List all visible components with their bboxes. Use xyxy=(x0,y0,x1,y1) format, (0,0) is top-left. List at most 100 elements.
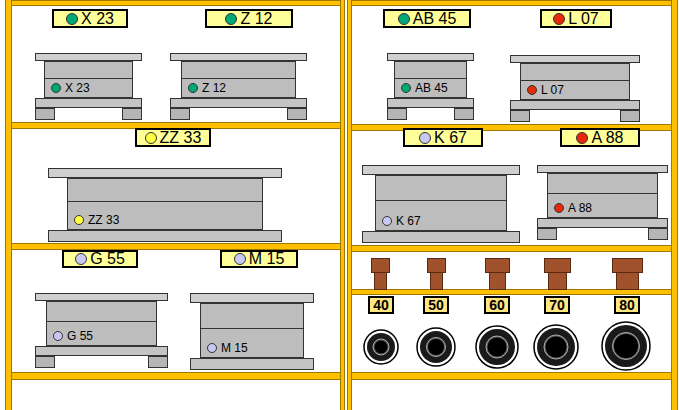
color-dot xyxy=(145,132,157,144)
label-row: AB 45 xyxy=(398,11,457,27)
die-split-line xyxy=(394,78,467,79)
ring-body xyxy=(479,329,515,365)
label-text: A 88 xyxy=(591,130,623,146)
bushing-ring xyxy=(602,322,650,370)
bottom-plate xyxy=(36,99,142,108)
mold-foot xyxy=(388,109,407,120)
label-row: G 55 xyxy=(75,251,125,267)
mold-name: A 88 xyxy=(568,201,592,215)
mold-name: AB 45 xyxy=(415,81,448,95)
color-dot xyxy=(74,215,84,225)
ring-body xyxy=(605,325,647,367)
top-plate xyxy=(191,294,314,303)
ring-inner xyxy=(373,339,389,355)
die-body xyxy=(182,62,296,98)
label-text: AB 45 xyxy=(413,11,457,27)
ring-hole xyxy=(546,337,567,358)
shelf-label: M 15 xyxy=(220,250,298,268)
shelf-label: X 23 xyxy=(52,9,128,28)
mold-foot xyxy=(288,109,307,120)
mold-name: Z 12 xyxy=(202,81,226,95)
shelf-label: K 67 xyxy=(403,128,483,147)
size-label: 60 xyxy=(484,296,510,314)
mold-foot xyxy=(455,109,474,120)
shelf-board xyxy=(348,1,678,6)
color-dot xyxy=(53,331,63,341)
color-dot xyxy=(419,132,431,144)
die-split-line xyxy=(46,321,157,322)
mold-label-row: A 88 xyxy=(554,201,592,215)
mold-box: M 15 xyxy=(190,293,314,370)
bottom-plate xyxy=(538,219,668,228)
bottom-plate xyxy=(171,99,307,108)
mold-box: X 23 xyxy=(35,53,142,120)
ring-inner xyxy=(427,338,446,357)
label-text: G 55 xyxy=(90,251,125,267)
shelf-post xyxy=(348,0,352,410)
die-body xyxy=(548,174,658,218)
bottom-plate xyxy=(511,101,640,110)
shelf-label: AB 45 xyxy=(383,9,471,28)
shelf-label: ZZ 33 xyxy=(135,128,211,147)
die-body xyxy=(45,62,133,98)
top-plate xyxy=(171,54,307,61)
top-plate xyxy=(36,54,142,61)
bolt-stem xyxy=(490,273,506,290)
mold-foot xyxy=(538,229,557,240)
mold-label-row: M 15 xyxy=(207,341,248,355)
top-plate xyxy=(388,54,474,61)
size-label: 80 xyxy=(614,296,640,314)
mold-outline xyxy=(190,293,314,370)
mold-box: AB 45 xyxy=(387,53,474,120)
bolt-head xyxy=(428,259,446,273)
bottom-plate xyxy=(363,232,520,243)
mold-name: K 67 xyxy=(396,214,421,228)
shelf-label: Z 12 xyxy=(205,9,293,28)
label-row: X 23 xyxy=(66,11,114,27)
mold-box: K 67 xyxy=(362,165,520,243)
bottom-plate xyxy=(191,359,314,370)
bushing-ring xyxy=(364,330,398,364)
shelf-board xyxy=(348,373,678,380)
top-plate xyxy=(49,169,282,178)
color-dot xyxy=(66,13,78,25)
size-number: 80 xyxy=(619,298,635,312)
mold-foot xyxy=(149,357,168,368)
mold-name: G 55 xyxy=(67,329,93,343)
color-dot xyxy=(576,132,588,144)
die-body xyxy=(376,176,507,231)
mold-foot xyxy=(621,111,640,122)
label-row: 40 xyxy=(373,298,389,312)
shelf-board xyxy=(6,1,345,6)
ring-hole xyxy=(375,341,388,354)
label-text: ZZ 33 xyxy=(160,130,202,146)
label-row: L 07 xyxy=(553,11,599,27)
size-number: 70 xyxy=(549,298,565,312)
bolt-stem xyxy=(375,273,387,290)
shelf-label: G 55 xyxy=(62,250,138,268)
shelf-board xyxy=(6,244,345,250)
mold-name: X 23 xyxy=(65,81,90,95)
mold-box: Z 12 xyxy=(170,53,307,120)
label-row: 60 xyxy=(489,298,505,312)
ring-inner xyxy=(544,335,568,359)
label-row: A 88 xyxy=(576,130,623,146)
bottom-plate xyxy=(388,99,474,108)
die-body xyxy=(68,179,263,230)
shelf-post xyxy=(6,0,12,410)
label-text: L 07 xyxy=(568,11,599,27)
mold-outline xyxy=(48,168,282,242)
mold-label-row: K 67 xyxy=(382,214,421,228)
mold-box: ZZ 33 xyxy=(48,168,282,242)
size-label: 50 xyxy=(423,296,449,314)
ring-outer xyxy=(364,330,398,364)
label-row: Z 12 xyxy=(225,11,272,27)
color-dot xyxy=(188,83,198,93)
mold-label-row: G 55 xyxy=(53,329,93,343)
size-number: 40 xyxy=(373,298,389,312)
die-split-line xyxy=(520,80,630,81)
top-plate xyxy=(511,56,640,63)
label-row: 50 xyxy=(428,298,444,312)
shelf-label: L 07 xyxy=(540,9,612,28)
label-row: 70 xyxy=(549,298,565,312)
